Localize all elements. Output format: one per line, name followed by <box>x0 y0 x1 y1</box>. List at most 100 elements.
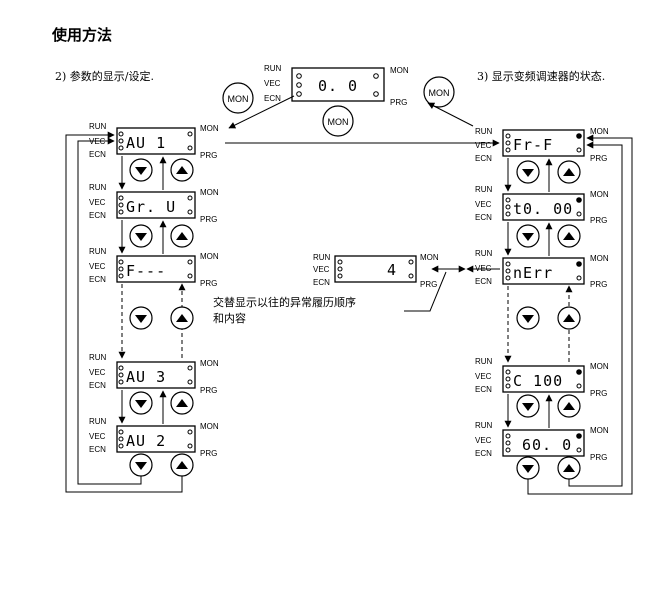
note-line-2: 和内容 <box>213 311 246 325</box>
run-label: RUN <box>475 421 493 430</box>
mon-label: MON <box>200 188 219 197</box>
run-label: RUN <box>264 64 282 73</box>
prg-label: PRG <box>590 154 607 163</box>
left-lcd-value-4: AU 3 <box>126 368 166 386</box>
up-button[interactable] <box>170 158 194 182</box>
run-label: RUN <box>475 357 493 366</box>
left-display-panel: RUN VEC ECN AU 3 MON PRG <box>89 353 219 395</box>
ecn-label: ECN <box>475 449 492 458</box>
mon-label: MON <box>590 362 609 371</box>
left-lcd-value-1: AU 1 <box>126 134 166 152</box>
up-button[interactable] <box>170 224 194 248</box>
prg-label: PRG <box>420 280 437 289</box>
vec-label: VEC <box>475 372 492 381</box>
ecn-label: ECN <box>89 275 106 284</box>
left-display-panel: RUN VEC ECN AU 1 MON PRG <box>89 122 219 160</box>
ecn-label: ECN <box>89 211 106 220</box>
prg-label: PRG <box>590 453 607 462</box>
mon-button-text: MON <box>429 88 450 98</box>
note-leader-line <box>404 271 447 312</box>
middle-display-panel: RUN VEC ECN 4 MON PRG <box>313 253 439 289</box>
run-label: RUN <box>89 122 107 131</box>
prg-label: PRG <box>200 386 217 395</box>
vec-label: VEC <box>89 198 106 207</box>
top-display-panel: RUN VEC ECN 0. 0 MON PRG <box>264 64 409 107</box>
mon-button-center[interactable]: MON <box>322 105 354 137</box>
right-lcd-value-3: nErr <box>513 264 553 282</box>
mon-label: MON <box>200 252 219 261</box>
down-button[interactable] <box>516 306 540 330</box>
vec-label: VEC <box>475 436 492 445</box>
mon-label: MON <box>200 124 219 133</box>
right-display-panel: RUN VEC ECN Fr-F MON PRG <box>475 127 609 163</box>
run-label: RUN <box>89 183 107 192</box>
down-button[interactable] <box>129 306 153 330</box>
left-display-panel: RUN VEC ECN Gr. U MON PRG <box>89 183 219 224</box>
down-button[interactable] <box>516 160 540 184</box>
ecn-label: ECN <box>475 277 492 286</box>
top-lcd-value: 0. 0 <box>318 77 358 95</box>
down-button[interactable] <box>129 453 153 477</box>
up-button[interactable] <box>170 453 194 477</box>
ecn-label: ECN <box>475 154 492 163</box>
mon-label: MON <box>420 253 439 262</box>
down-button[interactable] <box>516 224 540 248</box>
prg-label: PRG <box>590 389 607 398</box>
down-button[interactable] <box>516 456 540 480</box>
ecn-label: ECN <box>89 381 106 390</box>
prg-label: PRG <box>590 280 607 289</box>
right-lcd-value-1: Fr-F <box>513 136 553 154</box>
ecn-label: ECN <box>264 94 281 103</box>
mon-label: MON <box>200 359 219 368</box>
flow-arrow <box>228 95 295 129</box>
prg-label: PRG <box>200 279 217 288</box>
run-label: RUN <box>313 253 331 262</box>
right-display-panel: RUN VEC ECN t0. 00 MON PRG <box>475 185 609 225</box>
down-button[interactable] <box>516 394 540 418</box>
prg-label: PRG <box>200 215 217 224</box>
prg-label: PRG <box>590 216 607 225</box>
up-button[interactable] <box>170 391 194 415</box>
run-label: RUN <box>475 249 493 258</box>
ecn-label: ECN <box>475 213 492 222</box>
vec-label: VEC <box>89 368 106 377</box>
right-column: RUN VEC ECN Fr-F MON PRG RUN VEC ECN t0.… <box>466 127 633 495</box>
ecn-label: ECN <box>89 445 106 454</box>
run-label: RUN <box>475 127 493 136</box>
page-title: 使用方法 <box>51 26 112 44</box>
up-button[interactable] <box>557 306 581 330</box>
vec-label: VEC <box>89 262 106 271</box>
run-label: RUN <box>475 185 493 194</box>
prg-label: PRG <box>200 151 217 160</box>
mon-button-right[interactable]: MON <box>423 76 455 108</box>
left-lcd-value-3: F--- <box>126 262 166 280</box>
down-button[interactable] <box>129 224 153 248</box>
vec-label: VEC <box>475 141 492 150</box>
up-button[interactable] <box>170 306 194 330</box>
section-left-heading: 2) 参数的显示/设定. <box>55 69 154 83</box>
note-line-1: 交替显示以往的异常履历顺序 <box>213 295 356 309</box>
mon-button-text: MON <box>228 94 249 104</box>
ecn-label: ECN <box>89 150 106 159</box>
ecn-label: ECN <box>313 278 330 287</box>
mon-button-left[interactable]: MON <box>222 82 254 114</box>
left-column: RUN VEC ECN AU 1 MON PRG RUN VEC ECN Gr.… <box>65 122 219 493</box>
up-button[interactable] <box>557 224 581 248</box>
right-display-panel: RUN VEC ECN C 100 MON PRG <box>475 357 609 398</box>
left-display-panel: RUN VEC ECN F--- MON PRG <box>89 247 219 288</box>
up-button[interactable] <box>557 160 581 184</box>
left-lcd-value-2: Gr. U <box>126 198 176 216</box>
middle-lcd-value: 4 <box>387 261 397 279</box>
mon-label: MON <box>590 190 609 199</box>
section-right-heading: 3) 显示变频调速器的状态. <box>477 69 605 83</box>
vec-label: VEC <box>89 432 106 441</box>
down-button[interactable] <box>129 391 153 415</box>
up-button[interactable] <box>557 456 581 480</box>
right-lcd-value-2: t0. 00 <box>513 200 573 218</box>
left-lcd-value-5: AU 2 <box>126 432 166 450</box>
left-display-panel: RUN VEC ECN AU 2 MON PRG <box>89 417 219 458</box>
down-button[interactable] <box>129 158 153 182</box>
mon-label: MON <box>590 426 609 435</box>
up-button[interactable] <box>557 394 581 418</box>
